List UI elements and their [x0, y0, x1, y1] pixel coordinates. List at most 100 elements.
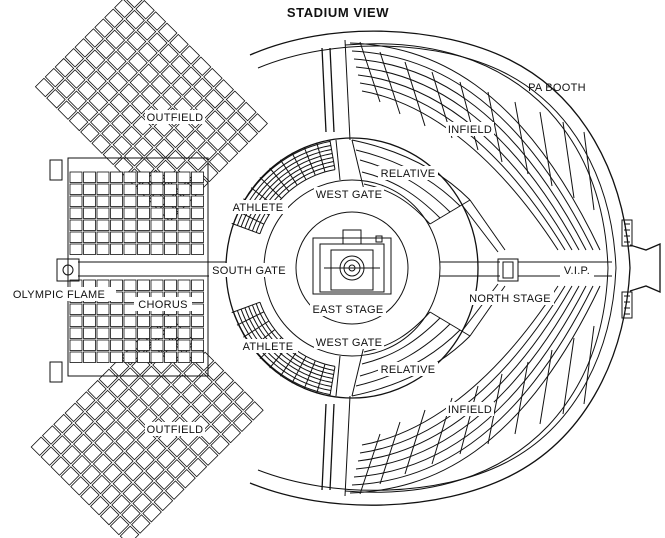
outfield-seat-block [104, 442, 124, 462]
chorus-seat-block [137, 171, 150, 183]
outfield-seat-block [208, 152, 229, 173]
outfield-seat-block [94, 432, 114, 452]
chorus-seat-block [177, 207, 191, 219]
label-outfield-top: OUTFIELD [147, 112, 204, 124]
outfield-seat-block [73, 433, 93, 454]
infield-edge [344, 395, 351, 497]
outfield-seat-block [183, 362, 203, 383]
athlete-divider [236, 311, 265, 326]
outfield-seat-block [81, 464, 102, 485]
label-south-gate: SOUTH GATE [212, 265, 286, 277]
outfield-seat-block [63, 423, 83, 444]
outfield-seat-block [116, 409, 137, 430]
outfield-seat-block [61, 444, 82, 465]
labels: STADIUM VIEW PA BOOTH INFIELD INFIELD OU… [2, 5, 594, 436]
outfield-seat-block [98, 81, 119, 102]
outfield-seat-block [115, 19, 136, 40]
chorus-seat-block [123, 327, 137, 339]
outfield-seat-block [153, 491, 174, 512]
infield-divider [583, 325, 595, 405]
infield-divider [359, 41, 381, 103]
outfield-seat-block [176, 469, 196, 489]
chorus-seat-block [96, 231, 110, 243]
chorus-seat-block [123, 351, 137, 363]
outfield-seat-block [145, 460, 165, 481]
chorus-seat-block [110, 207, 123, 219]
outfield-seat-block [166, 149, 186, 170]
outfield-seat-block [123, 461, 144, 482]
chorus-seat-block [150, 231, 164, 243]
label-west-gate-top: WEST GATE [316, 189, 382, 201]
infield-divider [459, 385, 479, 455]
outfield-seat-block [201, 403, 222, 424]
outfield-seat-block [193, 372, 213, 393]
relative-top-stand [351, 139, 471, 225]
outfield-seat-block [210, 435, 230, 455]
chorus-seat-block [177, 219, 191, 231]
chorus-seat-block [137, 207, 150, 219]
outfield-seat-block [125, 440, 145, 461]
chorus-seat-block [96, 243, 110, 255]
outfield-seat-block [221, 423, 242, 444]
chorus-seat-block [150, 183, 164, 195]
athlete-divider [279, 350, 298, 377]
chorus-seat-block [96, 195, 110, 207]
outfield-seat-block [116, 40, 137, 61]
chorus-seat-block [191, 327, 204, 339]
outfield-seat-block [187, 151, 208, 171]
chorus-block [67, 157, 209, 377]
infield-divider [359, 433, 381, 495]
chorus-seat-block [137, 195, 150, 207]
outfield-seat-block [84, 28, 104, 48]
outfield-seat-block [170, 55, 191, 75]
chorus-seat-block [191, 339, 204, 351]
outfield-seat-block [40, 446, 61, 466]
chorus-seat-block [83, 339, 96, 351]
outfield-seat-block [54, 57, 75, 78]
outfield-seat-block [107, 50, 127, 71]
outfield-seat-block [162, 86, 182, 106]
outfield-seat-block [238, 122, 259, 143]
outfield-seat-block [164, 480, 185, 500]
outfield-seat-block [105, 29, 126, 50]
outfield-seat-block [193, 77, 213, 98]
chorus-seat-block [191, 243, 204, 255]
outfield-seat-block [102, 463, 123, 483]
outfield-seat-block [135, 0, 155, 20]
infield-divider [539, 349, 553, 425]
label-olympic-flame: OLYMPIC FLAME [13, 289, 105, 301]
chorus-seat-block [123, 231, 137, 243]
outfield-seat-block [91, 474, 111, 495]
outfield-seat-block [85, 49, 106, 69]
outfield-seat-block [149, 53, 169, 74]
outfield-seat-block [95, 39, 116, 60]
outfield-seat-block [131, 94, 151, 115]
outfield-seat-block [232, 412, 253, 432]
outfield-seat-block [64, 402, 85, 423]
outfield-seat-block [56, 79, 76, 99]
chorus-seat-block [96, 327, 110, 339]
label-pa-booth: PA BOOTH [528, 82, 586, 94]
chorus-seat-block [191, 315, 204, 327]
outfield-seat-block [143, 481, 164, 502]
outfield-seat-block [132, 493, 152, 513]
outfield-seat-block [97, 60, 117, 81]
chorus-seat-block [69, 231, 83, 243]
outfield-seat-block [74, 412, 94, 432]
outfield-seat-block [133, 137, 154, 157]
infield-divider [583, 131, 595, 211]
chorus-seat-block [191, 303, 204, 315]
outfield-seat-block [170, 395, 191, 416]
chorus-seat-block [150, 315, 164, 327]
outfield-seat-block [146, 439, 167, 459]
east-stage [319, 229, 385, 293]
chorus-seat-block [164, 339, 177, 351]
outfield-seat-block [68, 111, 89, 132]
outfield-seat-block [237, 101, 257, 122]
outfield-seat-block [115, 430, 136, 451]
gate-aisles [321, 47, 341, 491]
chorus-seat-block [150, 171, 164, 183]
infield-row [349, 42, 601, 251]
outfield-seat-block [203, 67, 223, 88]
